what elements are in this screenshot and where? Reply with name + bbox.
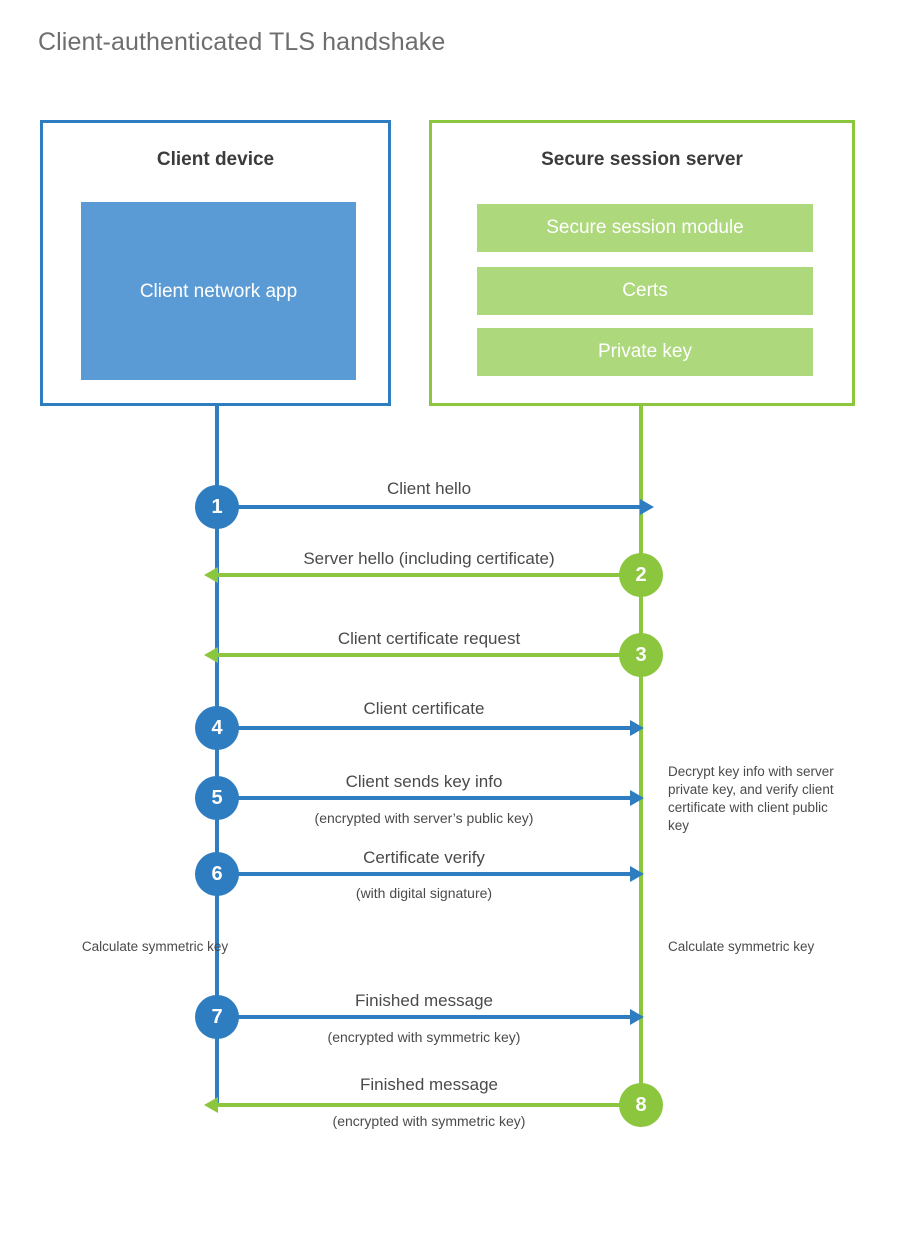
message-arrow-step-7 xyxy=(217,1009,644,1025)
arrowhead-right-icon xyxy=(630,720,644,736)
message-sublabel-step-5: (encrypted with server’s public key) xyxy=(314,810,534,826)
arrowhead-right-icon xyxy=(630,866,644,882)
server-component-label: Secure session module xyxy=(546,217,744,238)
step-circle-4: 4 xyxy=(195,706,239,750)
client-device-title: Client device xyxy=(156,149,275,170)
client-device-box: Client device Client network app xyxy=(40,120,391,406)
annotation-client-calculate-symmetric-key: Calculate symmetric key xyxy=(81,939,229,954)
message-sublabel-step-8: (encrypted with symmetric key) xyxy=(332,1113,526,1129)
message-label-step-3: Client certificate request xyxy=(337,629,521,648)
client-network-app-block: Client network app xyxy=(81,202,356,380)
page-title: Client-authenticated TLS handshake xyxy=(38,28,446,56)
client-network-app-label: Client network app xyxy=(139,280,298,302)
message-label-step-2: Server hello (including certificate) xyxy=(303,549,555,568)
arrowhead-right-icon xyxy=(630,1009,644,1025)
step-circle-8: 8 xyxy=(619,1083,663,1127)
server-component-private-key: Private key xyxy=(477,328,813,376)
step-circle-6: 6 xyxy=(195,852,239,896)
server-component-certs: Certs xyxy=(477,267,813,315)
annotation-server-decrypt: Decrypt key info with server private key… xyxy=(668,764,834,833)
step-circle-2: 2 xyxy=(619,553,663,597)
arrowhead-left-icon xyxy=(204,1097,218,1113)
secure-session-server-title: Secure session server xyxy=(541,149,743,170)
message-label-step-1: Client hello xyxy=(386,479,472,498)
annotation-server-calculate-symmetric-key: Calculate symmetric key xyxy=(668,939,815,954)
step-circle-7: 7 xyxy=(195,995,239,1039)
message-label-step-8: Finished message xyxy=(360,1075,498,1094)
message-label-step-7: Finished message xyxy=(355,991,493,1010)
message-arrow-step-1 xyxy=(217,499,654,515)
message-sublabel-step-7: (encrypted with symmetric key) xyxy=(327,1029,521,1045)
message-arrow-step-5 xyxy=(217,790,644,806)
message-arrow-step-4 xyxy=(217,720,644,736)
message-sublabel-step-6: (with digital signature) xyxy=(355,885,493,901)
message-arrow-step-3 xyxy=(204,647,641,663)
server-component-label: Certs xyxy=(622,280,668,301)
server-component-secure-session-module: Secure session module xyxy=(477,204,813,252)
client-lifeline xyxy=(215,403,219,1105)
message-arrow-step-8 xyxy=(204,1097,641,1113)
step-circle-1: 1 xyxy=(195,485,239,529)
step-circle-3: 3 xyxy=(619,633,663,677)
message-label-step-6: Certificate verify xyxy=(363,848,485,867)
server-lifeline xyxy=(639,403,643,1105)
message-label-step-4: Client certificate xyxy=(363,699,485,718)
server-component-label: Private key xyxy=(598,341,692,362)
message-label-step-5: Client sends key info xyxy=(345,772,503,791)
arrowhead-right-icon xyxy=(630,790,644,806)
message-arrow-step-6 xyxy=(217,866,644,882)
arrowhead-left-icon xyxy=(204,567,218,583)
message-arrow-step-2 xyxy=(204,567,641,583)
step-circle-5: 5 xyxy=(195,776,239,820)
secure-session-server-box: Secure session server Secure session mod… xyxy=(429,120,855,406)
arrowhead-left-icon xyxy=(204,647,218,663)
arrowhead-right-icon xyxy=(640,499,654,515)
